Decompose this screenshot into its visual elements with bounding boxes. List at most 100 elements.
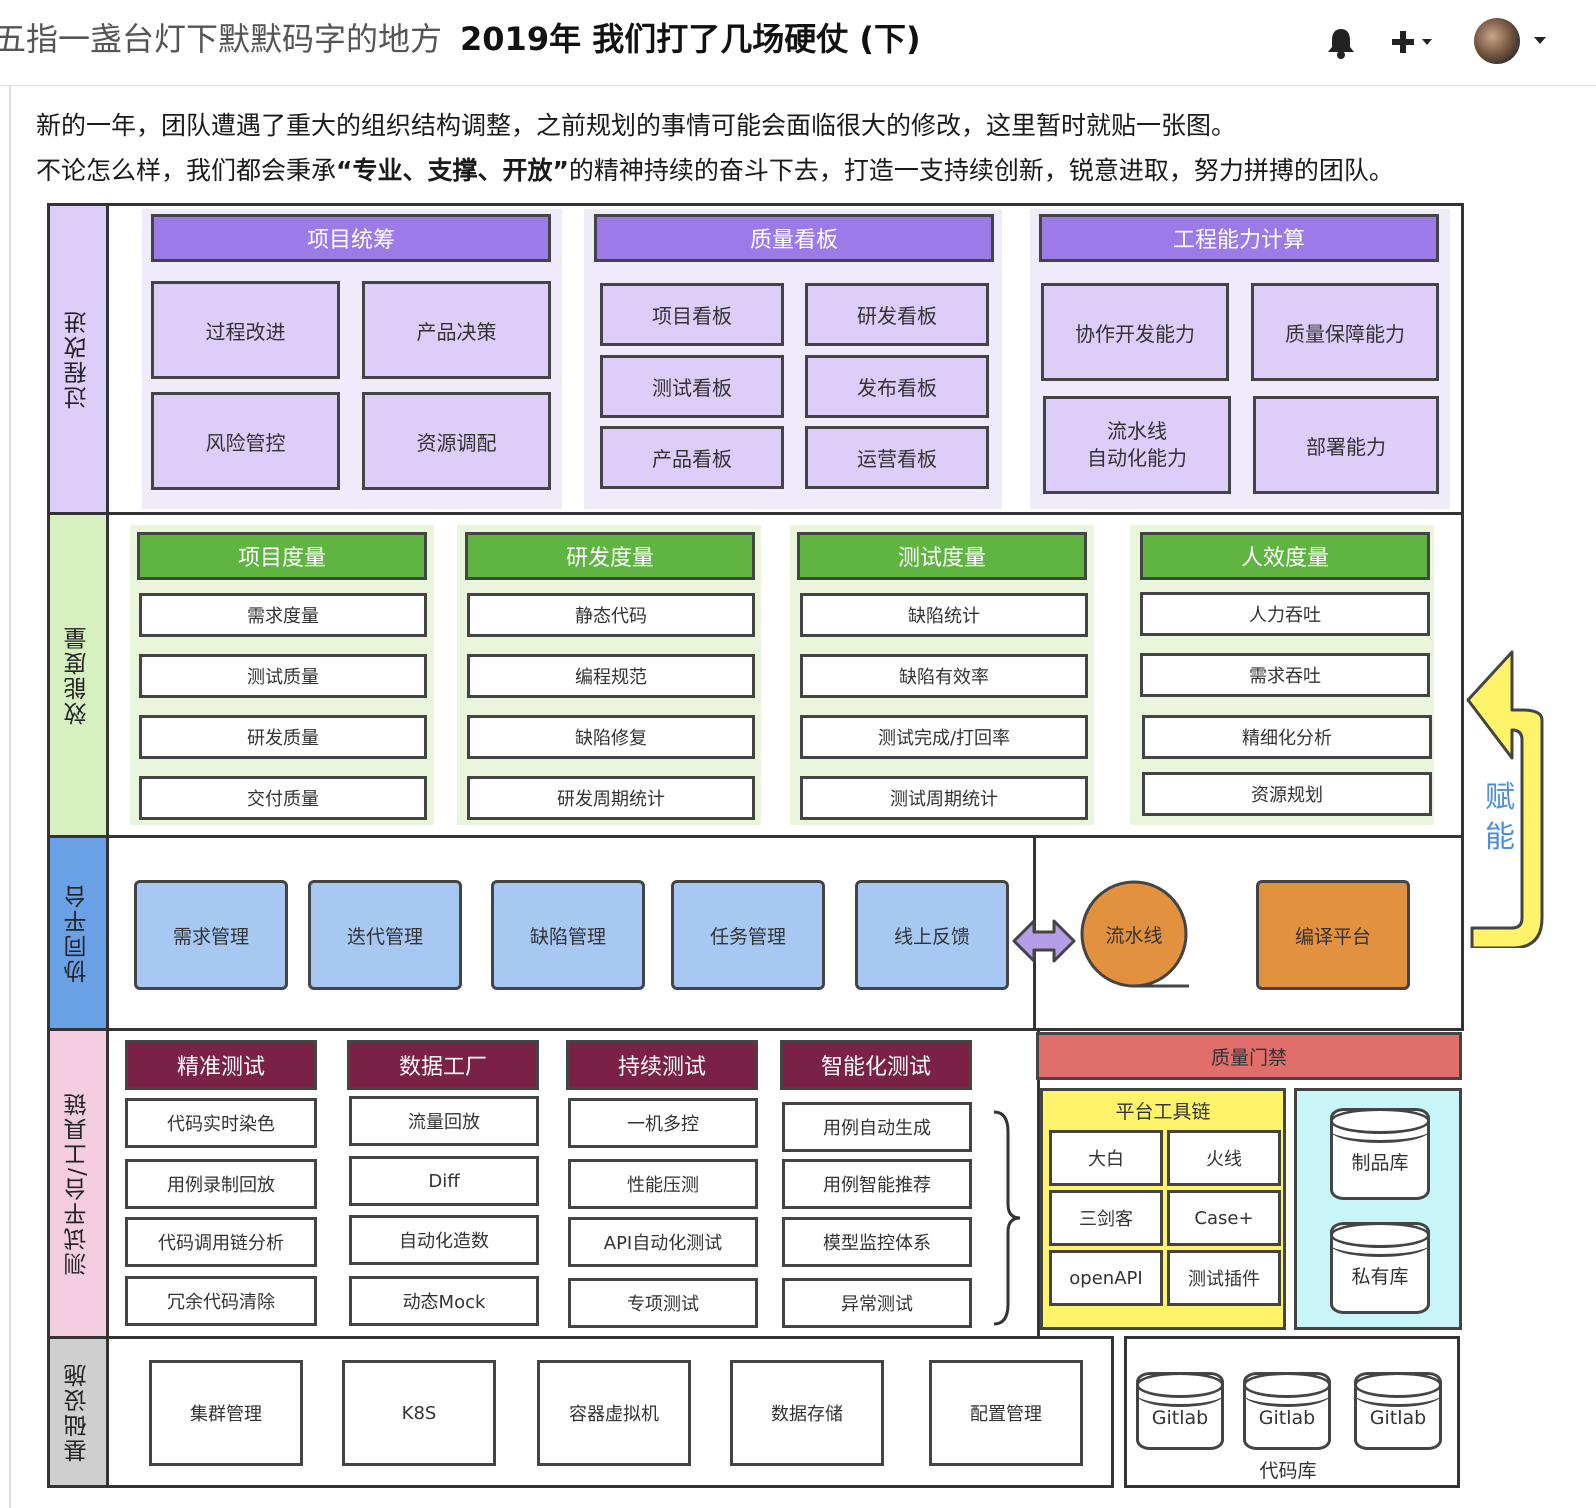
pipeline-label: 流水线 <box>1105 924 1163 947</box>
metric-item: 精细化分析 <box>1142 715 1432 759</box>
test-item: 代码实时染色 <box>125 1098 317 1148</box>
gitlab-repo: Gitlab <box>1354 1372 1442 1450</box>
process-item: 协作开发能力 <box>1041 283 1229 381</box>
process-item: 产品看板 <box>600 426 784 489</box>
process-item: 部署能力 <box>1253 396 1439 494</box>
test-group-title: 智能化测试 <box>780 1040 972 1090</box>
layer-infra-repo <box>1124 1336 1460 1488</box>
test-item: 自动化造数 <box>349 1215 539 1265</box>
tool-item: Case+ <box>1167 1190 1281 1246</box>
gitlab-repo: Gitlab <box>1136 1372 1224 1450</box>
new-post-menu[interactable] <box>1388 22 1440 62</box>
layer-label-process: 过程改进 <box>47 203 109 515</box>
pipeline-node: 流水线 <box>1079 879 1191 991</box>
process-item: 质量保障能力 <box>1251 283 1439 381</box>
metric-group-title: 项目度量 <box>137 532 427 580</box>
intro-line-2-bold: “专业、支撑、开放” <box>336 156 569 185</box>
infra-item: K8S <box>342 1360 496 1466</box>
tool-item: 火线 <box>1167 1130 1281 1186</box>
brace-icon <box>993 1110 1021 1326</box>
infra-item: 配置管理 <box>929 1360 1083 1466</box>
infra-item: 容器虚拟机 <box>537 1360 691 1466</box>
test-item: 用例智能推荐 <box>782 1159 972 1209</box>
test-group-title: 持续测试 <box>566 1040 758 1090</box>
process-item: 项目看板 <box>600 283 784 346</box>
collab-item: 线上反馈 <box>855 880 1009 990</box>
metric-group-title: 人效度量 <box>1140 532 1430 580</box>
metric-item: 需求度量 <box>139 593 427 637</box>
avatar[interactable] <box>1474 18 1520 64</box>
site-name[interactable]: 五指一盏台灯下默默码字的地方 <box>0 20 443 58</box>
metric-item: 编程规范 <box>467 654 755 698</box>
test-item: 代码调用链分析 <box>125 1217 317 1267</box>
layer-infra <box>106 1336 1114 1488</box>
collab-item: 缺陷管理 <box>491 880 645 990</box>
test-item: 一机多控 <box>568 1098 758 1148</box>
plus-icon <box>1392 31 1432 53</box>
empower-label: 赋 能 <box>1485 780 1515 855</box>
page-title: 五指一盏台灯下默默码字的地方 2019年 我们打了几场硬仗 (下) <box>0 14 921 64</box>
tool-item: 三剑客 <box>1049 1190 1163 1246</box>
infra-item: 数据存储 <box>730 1360 884 1466</box>
user-menu[interactable] <box>1474 18 1554 68</box>
collab-item: 需求管理 <box>134 880 288 990</box>
intro-line-2-post: 的精神持续的奋斗下去，打造一支持续创新，锐意进取，努力拼搏的团队。 <box>568 156 1394 185</box>
toolchain-title: 平台工具链 <box>1115 1100 1211 1123</box>
layer-label-collab: 协同平台 <box>47 835 109 1031</box>
post-title: 2019年 我们打了几场硬仗 (下) <box>460 20 921 58</box>
empower-arrow-icon <box>1466 650 1544 948</box>
process-group-title: 工程能力计算 <box>1039 214 1439 262</box>
metric-item: 缺陷有效率 <box>800 654 1088 698</box>
tool-item: openAPI <box>1049 1250 1163 1306</box>
test-item: API自动化测试 <box>568 1217 758 1267</box>
test-item: 动态Mock <box>349 1276 539 1326</box>
test-item: 模型监控体系 <box>782 1217 972 1267</box>
intro-line-2: 不论怎么样，我们都会秉承“专业、支撑、开放”的精神持续的奋斗下去，打造一支持续创… <box>36 151 1394 191</box>
process-item: 过程改进 <box>151 281 340 379</box>
process-item: 风险管控 <box>151 392 340 490</box>
metric-item: 测试完成/打回率 <box>800 715 1088 759</box>
bell-icon[interactable] <box>1326 26 1356 60</box>
top-bar: 五指一盏台灯下默默码字的地方 2019年 我们打了几场硬仗 (下) <box>0 0 1596 86</box>
process-item: 测试看板 <box>600 355 784 418</box>
process-group-title: 质量看板 <box>594 214 994 262</box>
process-item: 发布看板 <box>805 355 989 418</box>
test-group-title: 精准测试 <box>125 1040 317 1090</box>
infra-item: 集群管理 <box>149 1360 303 1466</box>
content-rail <box>9 86 11 1508</box>
test-item: 用例自动生成 <box>782 1102 972 1152</box>
process-item: 产品决策 <box>362 281 551 379</box>
metric-item: 人力吞吐 <box>1140 592 1430 636</box>
test-item: 专项测试 <box>568 1278 758 1328</box>
test-item: 用例录制回放 <box>125 1159 317 1209</box>
quality-gate: 质量门禁 <box>1036 1032 1462 1080</box>
collab-item: 迭代管理 <box>308 880 462 990</box>
code-repo-label: 代码库 <box>1259 1459 1317 1482</box>
chevron-down-icon <box>1534 37 1546 44</box>
collab-item: 任务管理 <box>671 880 825 990</box>
metric-item: 研发质量 <box>139 715 427 759</box>
intro-line-2-pre: 不论怎么样，我们都会秉承 <box>36 156 337 185</box>
tool-item: 大白 <box>1049 1130 1163 1186</box>
metric-item: 需求吞吐 <box>1140 653 1430 697</box>
tool-item: 测试插件 <box>1167 1250 1281 1306</box>
process-item: 运营看板 <box>805 426 989 489</box>
process-item: 研发看板 <box>805 283 989 346</box>
process-group-title: 项目统筹 <box>151 214 551 262</box>
compile-platform: 编译平台 <box>1256 880 1410 990</box>
gitlab-repo: Gitlab <box>1243 1372 1331 1450</box>
metric-item: 缺陷修复 <box>467 715 755 759</box>
layer-label-infra: 基础设施 <box>47 1336 109 1488</box>
metric-group-title: 研发度量 <box>465 532 755 580</box>
layer-label-efficiency: 效能度量 <box>47 512 109 838</box>
metric-item: 缺陷统计 <box>800 593 1088 637</box>
chevron-down-icon <box>1422 39 1432 45</box>
test-item: 冗余代码清除 <box>125 1276 317 1326</box>
double-arrow-icon <box>1012 919 1076 963</box>
metric-item: 测试周期统计 <box>800 776 1088 820</box>
metric-item: 研发周期统计 <box>467 776 755 820</box>
metric-item: 测试质量 <box>139 654 427 698</box>
test-item: 异常测试 <box>782 1278 972 1328</box>
test-group-title: 数据工厂 <box>347 1040 539 1090</box>
